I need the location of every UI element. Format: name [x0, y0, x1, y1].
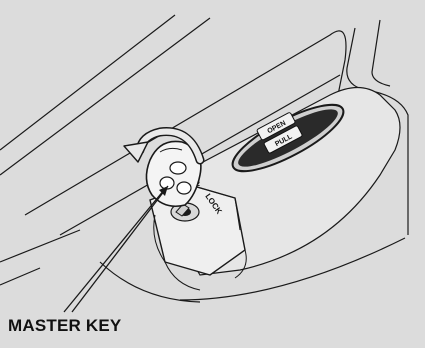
key-button-1	[170, 162, 186, 174]
key-button-3	[177, 182, 191, 194]
master-key-label: MASTER KEY	[8, 316, 121, 336]
